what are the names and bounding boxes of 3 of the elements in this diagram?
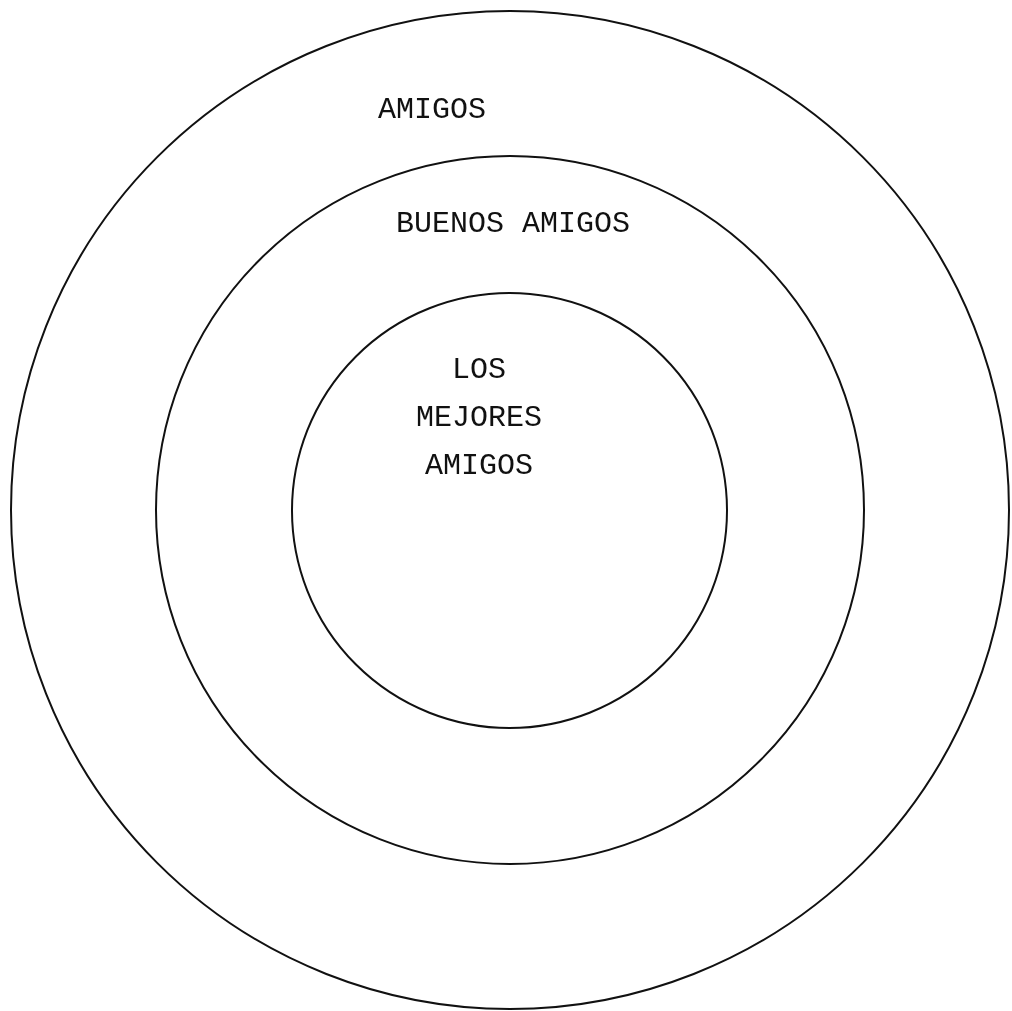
ring-label: BUENOS AMIGOS — [396, 206, 631, 243]
ring-label: LOS MEJORES AMIGOS — [415, 352, 543, 485]
ring-label: AMIGOS — [378, 92, 487, 129]
